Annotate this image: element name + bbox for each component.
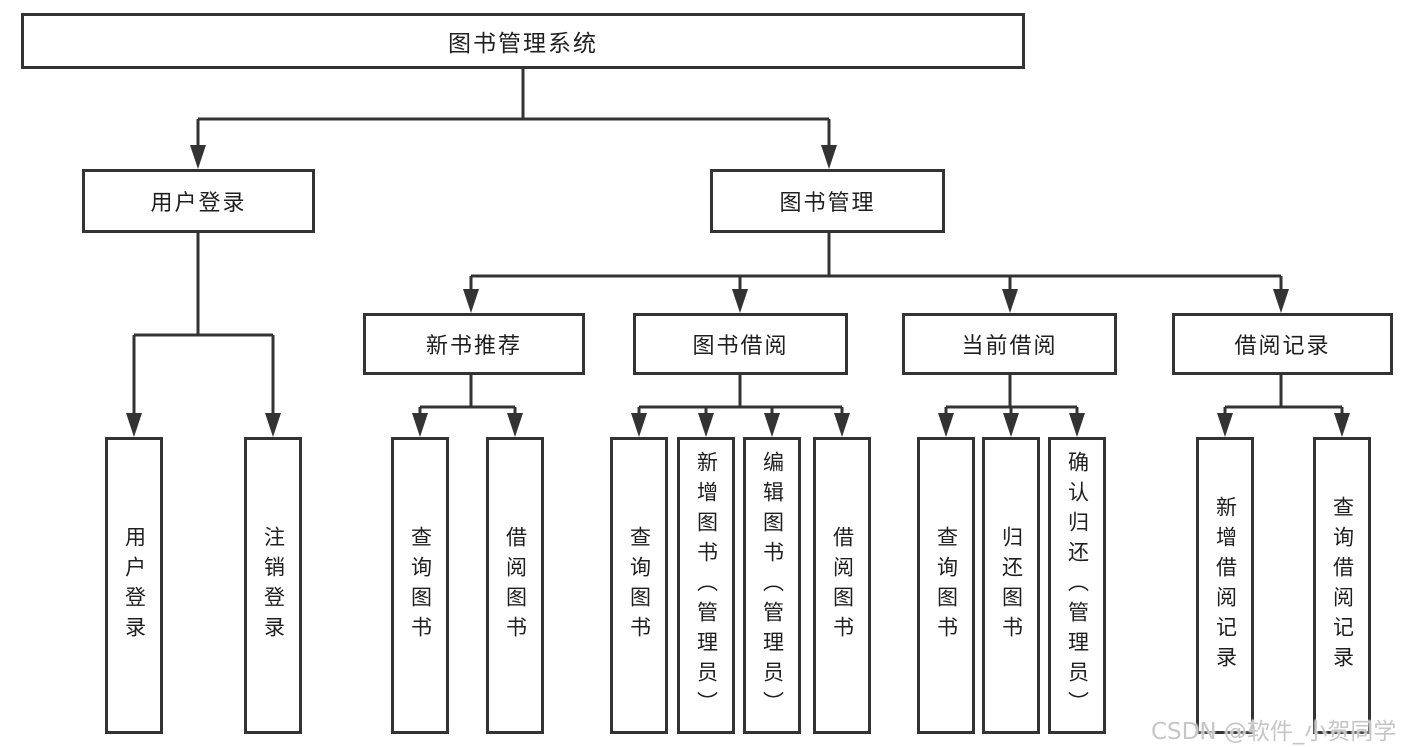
node-root-system: 图书管理系统 — [21, 13, 1025, 69]
node-borrow-records-label: 借阅记录 — [1234, 334, 1331, 359]
arrowhead — [938, 413, 954, 437]
leaf-records-query-record-label: 查询借阅记录 — [1330, 495, 1355, 676]
node-book-management-label: 图书管理 — [779, 191, 876, 216]
arrowhead — [265, 413, 281, 437]
leaf-current-return-books-label: 归还图书 — [999, 525, 1024, 646]
leaf-newbook-borrow-books-label: 借阅图书 — [503, 525, 528, 646]
leaf-user-login: 用户登录 — [105, 437, 163, 734]
arrowhead — [1273, 289, 1289, 313]
leaf-newbook-borrow-books: 借阅图书 — [486, 437, 544, 734]
arrowhead — [1002, 289, 1018, 313]
leaf-logout: 注销登录 — [244, 437, 302, 734]
leaf-borrowing-query-books-label: 查询图书 — [627, 525, 652, 646]
csdn-watermark: CSDN @软件_小贺同学 — [1151, 719, 1397, 745]
node-user-login: 用户登录 — [82, 169, 315, 233]
arrowhead — [126, 413, 142, 437]
node-user-login-label: 用户登录 — [150, 191, 247, 216]
arrowhead — [732, 289, 748, 313]
node-new-book-recommend: 新书推荐 — [363, 313, 585, 375]
leaf-logout-label: 注销登录 — [261, 525, 286, 646]
leaf-borrowing-edit-books: 编辑图书（管理员） — [743, 437, 801, 734]
leaf-records-add-record-label: 新增借阅记录 — [1213, 495, 1238, 676]
arrowhead — [698, 413, 714, 437]
leaf-borrowing-edit-books-label: 编辑图书（管理员） — [760, 450, 785, 721]
node-root-label: 图书管理系统 — [448, 31, 598, 57]
leaf-borrowing-add-books-label: 新增图书（管理员） — [694, 450, 719, 721]
arrowhead — [1334, 413, 1350, 437]
arrowhead — [764, 413, 780, 437]
node-book-borrowing: 图书借阅 — [633, 313, 848, 375]
leaf-current-query-books-label: 查询图书 — [934, 525, 959, 646]
leaf-user-login-label: 用户登录 — [122, 525, 147, 646]
leaf-current-confirm-return-label: 确认归还（管理员） — [1065, 450, 1090, 721]
leaf-newbook-query-books: 查询图书 — [391, 437, 449, 734]
arrowhead — [1069, 413, 1085, 437]
leaf-current-return-books: 归还图书 — [982, 437, 1040, 734]
leaf-borrowing-borrow-books: 借阅图书 — [813, 437, 871, 734]
arrowhead — [631, 413, 647, 437]
arrowhead — [190, 145, 206, 169]
leaf-borrowing-query-books: 查询图书 — [610, 437, 668, 734]
arrowhead — [1217, 413, 1233, 437]
arrowhead — [412, 413, 428, 437]
leaf-borrowing-borrow-books-label: 借阅图书 — [830, 525, 855, 646]
node-borrow-records: 借阅记录 — [1172, 313, 1393, 375]
node-book-borrowing-label: 图书借阅 — [692, 334, 789, 359]
leaf-current-confirm-return: 确认归还（管理员） — [1048, 437, 1106, 734]
leaf-current-query-books: 查询图书 — [917, 437, 975, 734]
node-current-borrowing: 当前借阅 — [902, 313, 1117, 375]
arrowhead — [834, 413, 850, 437]
node-new-book-recommend-label: 新书推荐 — [425, 334, 522, 359]
arrowhead — [821, 145, 837, 169]
arrowhead — [1003, 413, 1019, 437]
leaf-borrowing-add-books: 新增图书（管理员） — [677, 437, 735, 734]
node-current-borrowing-label: 当前借阅 — [961, 334, 1058, 359]
arrowhead — [463, 289, 479, 313]
leaf-records-query-record: 查询借阅记录 — [1313, 437, 1371, 734]
leaf-records-add-record: 新增借阅记录 — [1196, 437, 1254, 734]
arrowhead — [507, 413, 523, 437]
node-book-management: 图书管理 — [710, 169, 945, 233]
leaf-newbook-query-books-label: 查询图书 — [408, 525, 433, 646]
